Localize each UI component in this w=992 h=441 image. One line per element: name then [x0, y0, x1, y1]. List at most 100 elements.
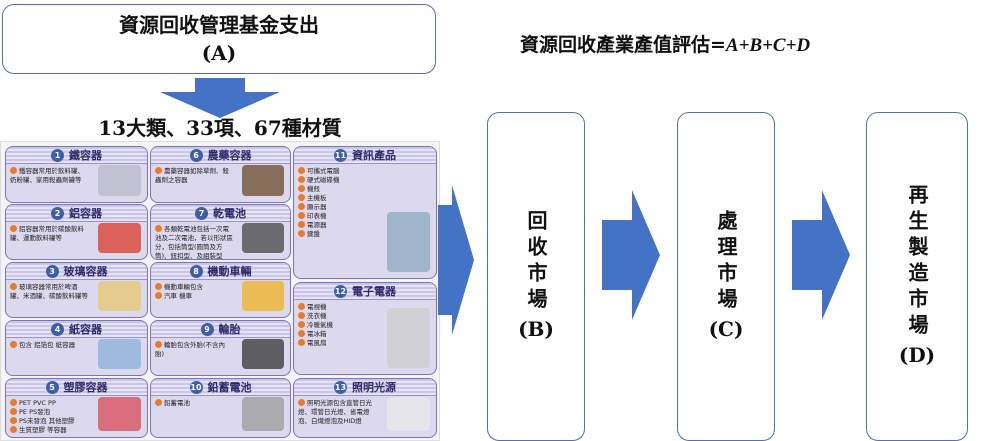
panel-header: 4 紙容器 — [6, 321, 147, 338]
product-image — [242, 339, 284, 369]
panel-item: 汽車 機車 — [164, 292, 193, 300]
panel-number: 2 — [51, 207, 64, 220]
bullet-icon — [298, 176, 305, 183]
panel-item: 可攜式電腦 — [307, 167, 340, 175]
bullet-icon — [10, 408, 17, 415]
panel-item: 生質塑膠 等容器 — [19, 426, 67, 434]
panel-body: 輪胎包含外胎(不含內胎) — [151, 338, 237, 362]
panel-number: 11 — [334, 149, 347, 162]
bullet-icon — [10, 426, 17, 433]
panel-item: 冷暖氣機 — [307, 321, 333, 329]
bullet-icon — [155, 167, 162, 174]
category-panel: 11 資訊產品可攜式電腦硬式磁碟機機殼主機板顯示器印表機電源器鍵盤 — [293, 146, 437, 279]
panel-title: 機動車輛 — [207, 265, 252, 278]
panel-item: PE PS發泡 — [19, 408, 51, 416]
panel-item: 機殼 — [307, 185, 320, 193]
panel-body: 玻璃容器常用於啤酒罐、米酒罐、碳酸飲料罐等 — [6, 280, 93, 304]
panel-header: 11 資訊產品 — [294, 147, 436, 164]
panel-title: 塑膠容器 — [63, 381, 108, 394]
panel-title: 農藥容器 — [207, 149, 252, 162]
bullet-icon — [10, 283, 17, 290]
panel-item: 電冰箱 — [307, 330, 327, 338]
bullet-icon — [155, 341, 162, 348]
panel-item: 鍵盤 — [307, 230, 320, 238]
bullet-icon — [10, 399, 17, 406]
panel-item: 機動車輛包含 — [164, 283, 203, 291]
product-image — [98, 339, 141, 369]
categories-summary: 13大類、33項、67種材質 — [98, 116, 342, 140]
right-arrow-icon — [792, 190, 850, 320]
panel-number: 6 — [189, 149, 203, 162]
panel-body: 各類乾電池包括一次電池及二次電池，若以形狀區分，包括筒型(圓筒及方筒)、鈕扣型、… — [151, 222, 237, 260]
panel-item: PET PVC PP — [19, 399, 56, 407]
panel-body: 包含 鋁箔包 紙容器 — [6, 338, 93, 353]
right-arrow-icon — [438, 185, 474, 335]
panel-item: 電源器 — [307, 221, 327, 229]
panel-body: 機動車輛包含汽車 機車 — [151, 280, 237, 304]
panel-body: 鋁容器常用於碳酸飲料罐、運動飲料罐等 — [6, 222, 93, 246]
panel-title: 紙容器 — [69, 323, 102, 336]
panel-item: PS未發泡 其他塑膠 — [19, 417, 75, 425]
bullet-icon — [298, 312, 305, 319]
market-name: 再生製造市場 — [905, 183, 929, 340]
bullet-icon — [298, 330, 305, 337]
panel-title: 電子電器 — [352, 285, 396, 298]
panel-header: 6 農藥容器 — [151, 147, 290, 164]
panel-number: 7 — [195, 207, 208, 220]
panel-item: 農藥容器如除草劑、殺蟲劑之容器 — [155, 167, 229, 184]
category-panel: 7 乾電池各類乾電池包括一次電池及二次電池，若以形狀區分，包括筒型(圓筒及方筒)、… — [150, 204, 291, 260]
bullet-icon — [298, 194, 305, 201]
panel-number: 9 — [200, 323, 214, 336]
panel-title: 資訊產品 — [352, 149, 396, 162]
fund-code: (A) — [201, 41, 237, 65]
bullet-icon — [298, 399, 305, 406]
bullet-icon — [298, 212, 305, 219]
bullet-icon — [298, 303, 305, 310]
bullet-icon — [10, 417, 17, 424]
bullet-icon — [298, 321, 305, 328]
panel-title: 鐵容器 — [69, 149, 102, 162]
panel-item: 輪胎包含外胎(不含內胎) — [155, 341, 226, 358]
panel-title: 鋁容器 — [69, 207, 102, 220]
market-code: (C) — [708, 316, 744, 341]
category-panel: 4 紙容器包含 鋁箔包 紙容器 — [5, 320, 148, 376]
panel-body: 鉛蓄電池 — [151, 396, 237, 411]
panel-item: 電風扇 — [307, 339, 327, 347]
panel-item: 照明光源包含直管日光燈、環管日光燈、省電燈泡、白熾燈泡及HID燈 — [298, 399, 372, 425]
product-image — [387, 308, 430, 368]
panel-number: 4 — [51, 323, 64, 336]
panel-body: 鐵容器常用於飲料罐、奶粉罐、家用殺蟲劑罐等 — [6, 164, 93, 188]
product-image — [242, 223, 284, 253]
product-image — [242, 281, 284, 311]
bullet-icon — [298, 185, 305, 192]
bullet-icon — [298, 230, 305, 237]
panel-item: 主機板 — [307, 194, 327, 202]
panel-number: 3 — [45, 265, 59, 278]
right-arrow-icon — [602, 190, 660, 320]
panel-item: 硬式磁碟機 — [307, 176, 340, 184]
panel-number: 1 — [51, 149, 64, 162]
panel-body: 電視機洗衣機冷暖氣機電冰箱電風扇 — [294, 300, 382, 351]
bullet-icon — [10, 341, 17, 348]
formula-expression: A+B+C+D — [725, 35, 811, 56]
panel-title: 乾電池 — [213, 207, 246, 220]
panel-item: 各類乾電池包括一次電池及二次電池，若以形狀區分，包括筒型(圓筒及方筒)、鈕扣型、… — [155, 225, 233, 260]
panel-body: 可攜式電腦硬式磁碟機機殼主機板顯示器印表機電源器鍵盤 — [294, 164, 382, 242]
market-code: (B) — [518, 316, 554, 341]
bullet-icon — [155, 225, 162, 232]
panel-item: 印表機 — [307, 212, 327, 220]
panel-header: 7 乾電池 — [151, 205, 290, 222]
product-image — [242, 397, 284, 431]
